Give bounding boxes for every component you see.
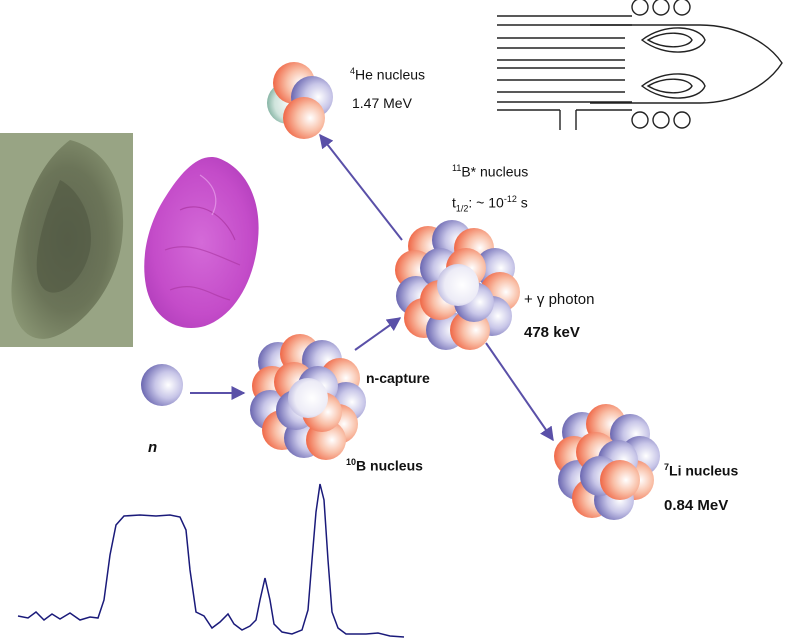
li-nucleus-label: 7Li nucleus	[664, 462, 739, 479]
b11-nucleus-graphic	[395, 220, 520, 350]
alpha-arrow	[319, 133, 403, 241]
autoradiograph-image	[0, 133, 133, 347]
b10-nucleus-graphic	[250, 334, 366, 460]
b11-nucleus-label: 11B* nucleus	[452, 163, 529, 180]
half-life-label: t1/2: ~ 10-12 s	[452, 194, 528, 214]
he-energy-label: 1.47 MeV	[352, 95, 412, 111]
rod-circle	[631, 0, 649, 16]
reaction-arrows	[190, 133, 554, 442]
capture-arrow	[354, 317, 402, 351]
beam-collimator-schematic	[497, 0, 783, 130]
neutron-label: n	[148, 439, 158, 456]
gamma-photon-label: + γ photon	[524, 291, 595, 308]
lithium-arrow	[485, 342, 554, 442]
li-energy-label: 0.84 MeV	[664, 497, 729, 514]
li7-nucleus-graphic	[554, 404, 660, 520]
gamma-energy-label: 478 keV	[524, 324, 580, 341]
he-nucleus-label: 4He nucleus	[350, 66, 426, 83]
n-capture-label: n-capture	[366, 370, 430, 386]
spectrum-trace	[17, 483, 405, 638]
b10-nucleus-label: 10B nucleus	[346, 457, 423, 474]
stained-tissue-image	[144, 156, 259, 329]
neutron-particle	[141, 364, 183, 406]
he4-nucleus-graphic	[267, 62, 333, 139]
